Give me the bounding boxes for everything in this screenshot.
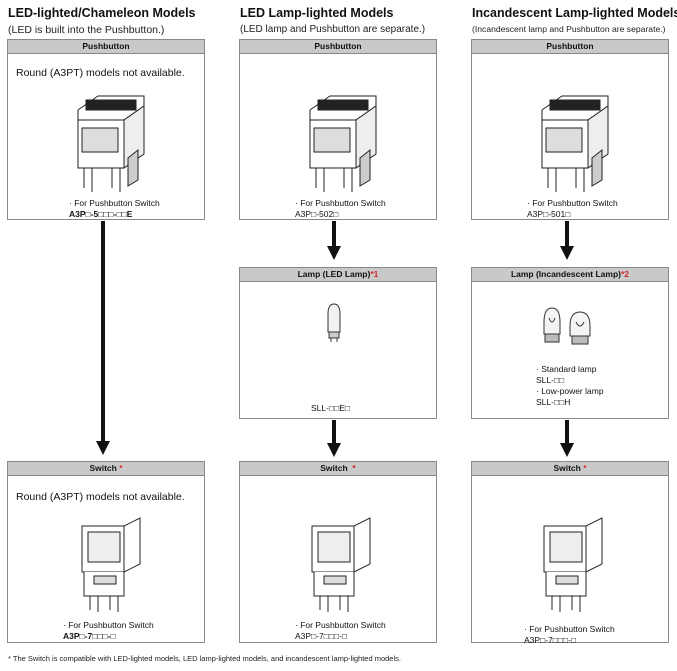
col1-switch-caption: · For Pushbutton Switch A3P□-7□□□-□ (63, 620, 154, 642)
col3-pushbutton-header: Pushbutton (472, 40, 668, 54)
pushbutton-illustration (541, 95, 609, 192)
col1-switch-header: Switch * (8, 462, 204, 476)
switch-illustration (311, 517, 371, 612)
col3-arrow1-head (560, 246, 574, 260)
col1-pushbutton-model: A3P□-5□□□-□□E (69, 209, 133, 219)
col3-switch-header: Switch * (472, 462, 668, 476)
pushbutton-illustration (309, 95, 377, 192)
col1-arrow-head (96, 441, 110, 455)
col3-arrow1-line (565, 221, 569, 247)
col2-pushbutton-header: Pushbutton (240, 40, 436, 54)
col3-switch-for: · For Pushbutton Switch (524, 624, 615, 634)
led-lamp-icon (327, 303, 341, 342)
col1-pushbutton-note: Round (A3PT) models not available. (16, 67, 185, 79)
col1-pushbutton-header: Pushbutton (8, 40, 204, 54)
col1-switch-note: Round (A3PT) models not available. (16, 491, 185, 503)
col2-pushbutton-caption: · For Pushbutton Switch A3P□-502□ (295, 198, 386, 220)
col3-switch-caption: · For Pushbutton Switch A3P□-7□□□-□ (524, 624, 615, 646)
col3-title: Incandescent Lamp-lighted Models (472, 6, 677, 20)
col2-switch-for: · For Pushbutton Switch (295, 620, 386, 630)
col2-lamp-model: SLL-□□E□ (311, 403, 351, 413)
col3-lamp-caption: · Standard lamp SLL-□□ · Low-power lamp … (536, 364, 604, 408)
col3-lamp-low-model: SLL-□□H (536, 397, 571, 407)
col2-arrow1-line (332, 221, 336, 247)
col2-pushbutton-for: · For Pushbutton Switch (295, 198, 386, 208)
col2-lamp-header: Lamp (LED Lamp)*1 (240, 268, 436, 282)
col3-lamp-std-model: SLL-□□ (536, 375, 565, 385)
switch-illustration (81, 517, 141, 612)
col2-title: LED Lamp-lighted Models (240, 6, 394, 20)
col1-pushbutton-caption: · For Pushbutton Switch A3P□-5□□□-□□E (69, 198, 160, 220)
col3-lamp-box: Lamp (Incandescent Lamp)*2 · Standard la… (471, 267, 669, 419)
col3-pushbutton-model: A3P□-501□ (527, 209, 571, 219)
col3-lamp-header: Lamp (Incandescent Lamp)*2 (472, 268, 668, 282)
col2-subtitle: (LED lamp and Pushbutton are separate.) (240, 24, 426, 35)
col3-pushbutton-caption: · For Pushbutton Switch A3P□-501□ (527, 198, 618, 220)
col1-subtitle: (LED is built into the Pushbutton.) (8, 24, 165, 36)
col3-lamp-std-label: · Standard lamp (536, 364, 597, 374)
col3-arrow2-line (565, 420, 569, 444)
col3-subtitle: (Incandescent lamp and Pushbutton are se… (472, 24, 666, 34)
col1-title: LED-lighted/Chameleon Models (8, 6, 196, 20)
col1-switch-for: · For Pushbutton Switch (63, 620, 154, 630)
col2-switch-model: A3P□-7□□□-□ (295, 631, 348, 641)
col2-pushbutton-box: Pushbutton · For Pushbutton Switch A3P□-… (239, 39, 437, 220)
pushbutton-illustration (77, 95, 145, 192)
col1-switch-model: A3P□-7□□□-□ (63, 631, 116, 641)
col2-switch-box: Switch * · For Pushbutton Switch A3P□-7□… (239, 461, 437, 643)
incandescent-lamp-icon (543, 307, 591, 345)
col3-switch-box: Switch * · For Pushbutton Switch A3P□-7□… (471, 461, 669, 646)
col2-pushbutton-model: A3P□-502□ (295, 209, 339, 219)
col1-pushbutton-for: · For Pushbutton Switch (69, 198, 160, 208)
col3-switch-model: A3P□-7□□□-□ (524, 635, 577, 645)
col1-arrow-line (101, 221, 105, 441)
switch-illustration (543, 517, 603, 612)
col3-pushbutton-for: · For Pushbutton Switch (527, 198, 618, 208)
col3-lamp-low-label: · Low-power lamp (536, 386, 604, 396)
col2-arrow2-line (332, 420, 336, 444)
col1-pushbutton-box: Pushbutton Round (A3PT) models not avail… (7, 39, 205, 220)
col2-arrow1-head (327, 246, 341, 260)
col2-switch-header: Switch * (240, 462, 436, 476)
col2-arrow2-head (327, 443, 341, 457)
col1-switch-box: Switch * Round (A3PT) models not availab… (7, 461, 205, 643)
col2-switch-caption: · For Pushbutton Switch A3P□-7□□□-□ (295, 620, 386, 642)
col2-lamp-box: Lamp (LED Lamp)*1 SLL-□□E□ (239, 267, 437, 419)
col3-arrow2-head (560, 443, 574, 457)
col3-pushbutton-box: Pushbutton · For Pushbutton Switch A3P□-… (471, 39, 669, 220)
footnote: * The Switch is compatible with LED-ligh… (8, 654, 401, 663)
